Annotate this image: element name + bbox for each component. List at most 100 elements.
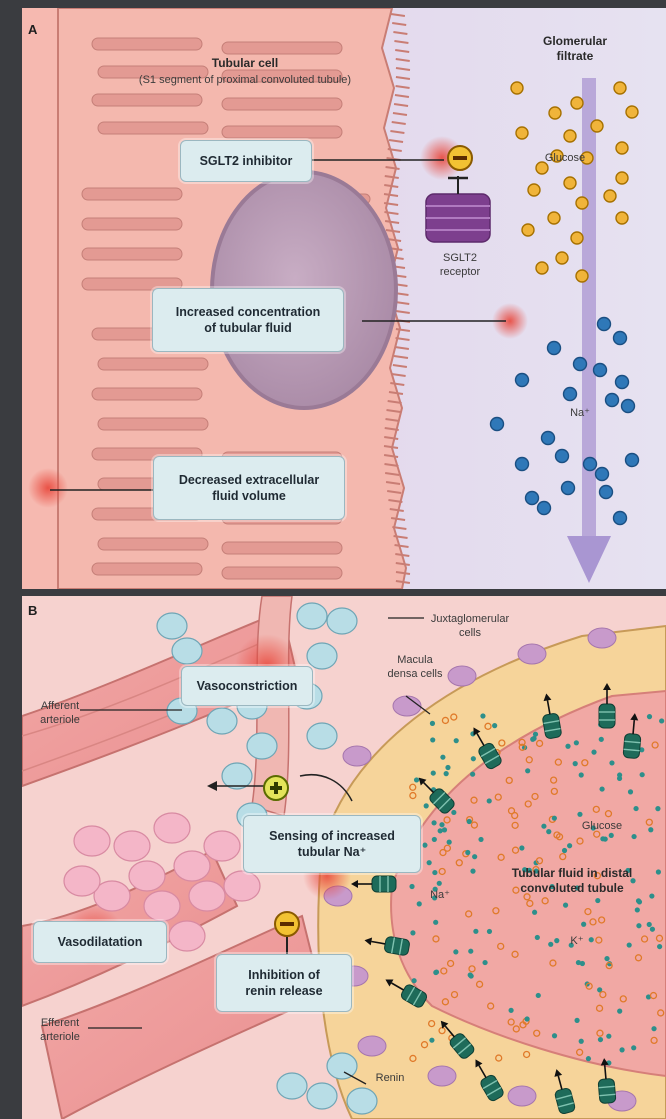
sodium-ion bbox=[589, 937, 594, 942]
sodium-ion bbox=[633, 806, 638, 811]
red-blood-cell bbox=[189, 881, 225, 911]
sodium-ion bbox=[482, 960, 487, 965]
sodium-ion bbox=[432, 870, 437, 875]
sodium-ion bbox=[631, 834, 636, 839]
cell-nucleus bbox=[588, 628, 616, 648]
sodium-ion bbox=[596, 468, 609, 481]
red-blood-cell bbox=[169, 921, 205, 951]
sodium-ion bbox=[609, 760, 614, 765]
sodium-ion bbox=[516, 374, 529, 387]
sodium-ion bbox=[626, 454, 639, 467]
mitochondrion bbox=[98, 122, 208, 134]
sodium-ion bbox=[579, 772, 584, 777]
glucose-molecule bbox=[522, 224, 534, 236]
sodium-ion bbox=[473, 929, 478, 934]
mitochondrion bbox=[222, 542, 342, 554]
sodium-ion bbox=[614, 512, 627, 525]
mitochondrion bbox=[92, 388, 202, 400]
sodium-ion bbox=[487, 929, 492, 934]
sodium-ion bbox=[554, 938, 559, 943]
sodium-ion bbox=[552, 816, 557, 821]
sodium-ion bbox=[468, 949, 473, 954]
glucose-molecule bbox=[604, 190, 616, 202]
sodium-ion bbox=[470, 772, 475, 777]
red-blood-cell bbox=[114, 831, 150, 861]
sodium-ion bbox=[584, 458, 597, 471]
juxtaglomerular-cell bbox=[307, 643, 337, 669]
sodium-ion bbox=[631, 1045, 636, 1050]
sodium-ion bbox=[622, 400, 635, 413]
cell-nucleus bbox=[508, 1086, 536, 1106]
mitochondrion bbox=[82, 218, 182, 230]
sodium-ion bbox=[647, 714, 652, 719]
sodium-ion bbox=[648, 827, 653, 832]
sodium-ion bbox=[453, 949, 458, 954]
sodium-ion bbox=[519, 845, 524, 850]
tubular-fluid-label: Tubular fluid in distal convoluted tubul… bbox=[492, 866, 652, 896]
sodium-ion bbox=[532, 910, 537, 915]
sodium-ion bbox=[599, 786, 604, 791]
sodium-ion bbox=[598, 1037, 603, 1042]
sodium-ion bbox=[635, 907, 640, 912]
sglt2-receptor-label: SGLT2 receptor bbox=[425, 252, 495, 280]
sodium-ion bbox=[564, 388, 577, 401]
sodium-ion bbox=[659, 718, 664, 723]
increased-concentration-box: Increased concentration of tubular fluid bbox=[152, 288, 344, 352]
sodium-ion bbox=[616, 376, 629, 389]
sodium-ion bbox=[471, 756, 476, 761]
glucose-molecule bbox=[564, 177, 576, 189]
sodium-ion bbox=[640, 772, 645, 777]
sodium-ion bbox=[599, 737, 604, 742]
sodium-ion bbox=[576, 960, 581, 965]
panel-b-letter: B bbox=[28, 603, 37, 618]
sodium-ion bbox=[650, 927, 655, 932]
sodium-ion bbox=[536, 993, 541, 998]
sodium-ion bbox=[530, 737, 535, 742]
juxtaglomerular-cell bbox=[307, 723, 337, 749]
sodium-ion bbox=[651, 1026, 656, 1031]
sodium-ion bbox=[492, 723, 497, 728]
cell-nucleus bbox=[343, 746, 371, 766]
sodium-ion bbox=[427, 860, 432, 865]
cell-nucleus bbox=[428, 1066, 456, 1086]
juxtaglomerular-cell bbox=[327, 608, 357, 634]
red-blood-cell bbox=[204, 831, 240, 861]
sodium-ion bbox=[586, 1056, 591, 1061]
sodium-ion bbox=[579, 1039, 584, 1044]
sodium-ion bbox=[409, 884, 414, 889]
sodium-ion bbox=[516, 458, 529, 471]
sodium-ion bbox=[541, 824, 546, 829]
vasodilatation-box: Vasodilatation bbox=[33, 921, 167, 963]
sodium-ion bbox=[433, 920, 438, 925]
sglt2-inhibitor-box: SGLT2 inhibitor bbox=[180, 140, 312, 182]
sodium-label-a: Na⁺ bbox=[565, 407, 595, 421]
panel-a-letter: A bbox=[28, 22, 37, 37]
sodium-ion bbox=[430, 737, 435, 742]
glucose-label-a: Glucose bbox=[535, 152, 595, 166]
sodium-ion bbox=[655, 806, 660, 811]
channel-body bbox=[623, 733, 641, 758]
sodium-ion bbox=[439, 822, 444, 827]
sodium-ion bbox=[594, 364, 607, 377]
glucose-molecule bbox=[516, 127, 528, 139]
sodium-ion bbox=[573, 761, 578, 766]
sodium-ion bbox=[525, 768, 530, 773]
red-blood-cell bbox=[74, 826, 110, 856]
sodium-ion bbox=[430, 721, 435, 726]
sodium-ion bbox=[574, 740, 579, 745]
juxtaglomerular-cell bbox=[347, 1088, 377, 1114]
sodium-ion bbox=[429, 1038, 434, 1043]
sodium-ion bbox=[591, 750, 596, 755]
sodium-ion bbox=[628, 789, 633, 794]
glucose-molecule bbox=[626, 106, 638, 118]
sodium-ion bbox=[600, 836, 605, 841]
juxtaglomerular-cell bbox=[207, 708, 237, 734]
afferent-label: Afferent arteriole bbox=[30, 700, 90, 728]
mitochondrion bbox=[92, 563, 202, 575]
mitochondrion bbox=[222, 126, 342, 138]
red-blood-cell bbox=[224, 871, 260, 901]
vasoconstriction-box: Vasoconstriction bbox=[181, 666, 313, 706]
channel-body bbox=[598, 1078, 616, 1103]
glucose-molecule bbox=[564, 130, 576, 142]
